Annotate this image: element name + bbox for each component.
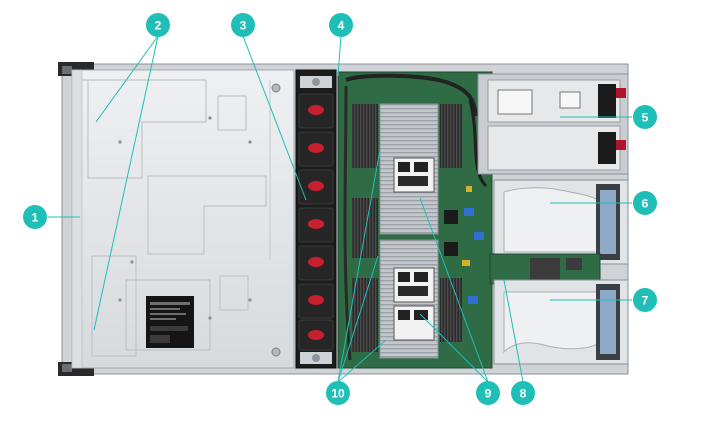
callout-7: 7 [633,288,657,312]
fan-module[interactable] [298,93,334,129]
screw [271,83,281,93]
dimm-bank [440,278,462,342]
callout-6: 6 [633,191,657,215]
fan-wall [295,69,337,369]
svg-text:7: 7 [642,294,649,308]
svg-text:3: 3 [240,19,247,33]
svg-text:9: 9 [485,387,492,401]
svg-text:10: 10 [331,387,345,401]
fan-module[interactable] [298,131,334,167]
fan-module[interactable] [298,283,334,319]
svg-text:1: 1 [32,211,39,225]
riser-cage-lower [493,279,629,365]
processor-heatsink-upper [379,103,439,235]
access-panel [71,69,295,369]
fan-module[interactable] [298,245,334,281]
svg-text:2: 2 [155,19,162,33]
svg-text:6: 6 [642,197,649,211]
cable-bundle [343,85,352,361]
callout-1: 1 [23,205,47,229]
svg-text:5: 5 [642,111,649,125]
callout-2: 2 [146,13,170,37]
power-supply-bays [477,73,629,175]
dimm-bank [352,104,378,168]
leader-lines [48,35,632,383]
callout-3: 3 [231,13,255,37]
callout-5: 5 [633,105,657,129]
dimm-bank [352,198,378,258]
fan-module[interactable] [298,169,334,205]
callout-4: 4 [329,13,353,37]
screw [271,347,281,357]
callout-8: 8 [511,381,535,405]
callout-9: 9 [476,381,500,405]
svg-text:8: 8 [520,387,527,401]
processor-heatsink-lower [379,239,439,359]
power-supply-2[interactable] [487,125,626,171]
svg-text:4: 4 [338,19,345,33]
callout-10: 10 [326,381,350,405]
power-supply-1[interactable] [487,79,626,123]
motherboard [337,71,493,369]
dimm-bank [352,278,378,352]
fan-module[interactable] [298,319,334,351]
riser-board [489,253,601,285]
riser-cage-upper [493,179,629,265]
cable-bundle [345,73,478,117]
fan-module[interactable] [298,207,334,243]
info-label-plate [146,296,194,348]
dimm-bank [440,104,462,168]
